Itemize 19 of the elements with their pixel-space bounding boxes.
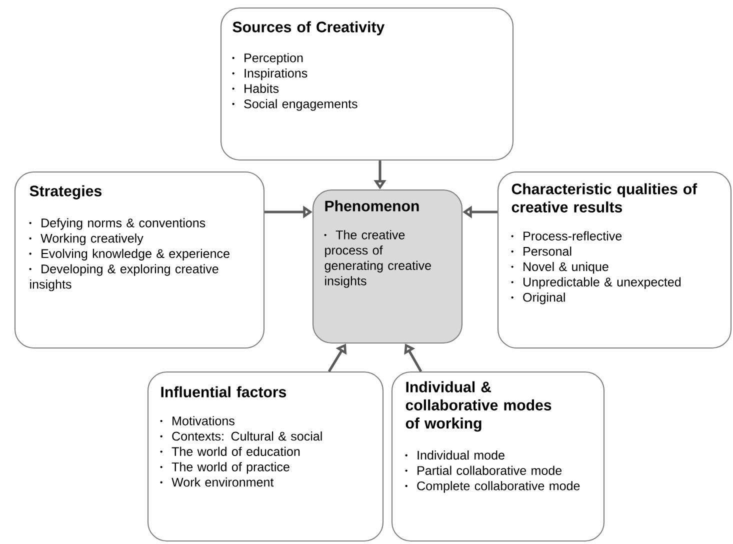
node-label: Work environment — [172, 477, 274, 487]
bullet-list: Defying norms & conventions Working creatively Evolving knowledge & experience Developing & exploring creative insights — [29, 218, 230, 292]
node-label: Defying norms & conventions — [42, 218, 206, 230]
node-label: Habits — [244, 84, 279, 93]
bullet-list: Motivations Contexts: Cultural & social The world of education The world of practice Work environment — [160, 416, 322, 487]
node-label: Inspirations — [244, 68, 308, 80]
node-label: The world of practice — [172, 462, 290, 474]
bullet-list: Perception Inspirations Habits Social engagements — [232, 53, 358, 111]
node-label: Contexts: Cultural & social — [172, 431, 322, 441]
node-label: Motivations — [172, 416, 234, 426]
node-label: Developing & exploring creative insights — [30, 264, 218, 292]
node-label: Working creatively — [40, 234, 144, 246]
bullet-list: Individual mode Partial collaborative mode Complete collaborative mode — [405, 450, 580, 493]
node-label: Perception — [244, 53, 303, 65]
node-label: Evolving knowledge & experience — [42, 248, 230, 261]
bullet-list: The creative process of generating creative insights — [324, 230, 431, 288]
node-label: Social engagements — [244, 99, 358, 111]
node-label: The world of education — [172, 446, 300, 456]
bullet-list: Process-reflective Personal Novel & unique Unpredictable & unexpected Original — [511, 231, 681, 304]
